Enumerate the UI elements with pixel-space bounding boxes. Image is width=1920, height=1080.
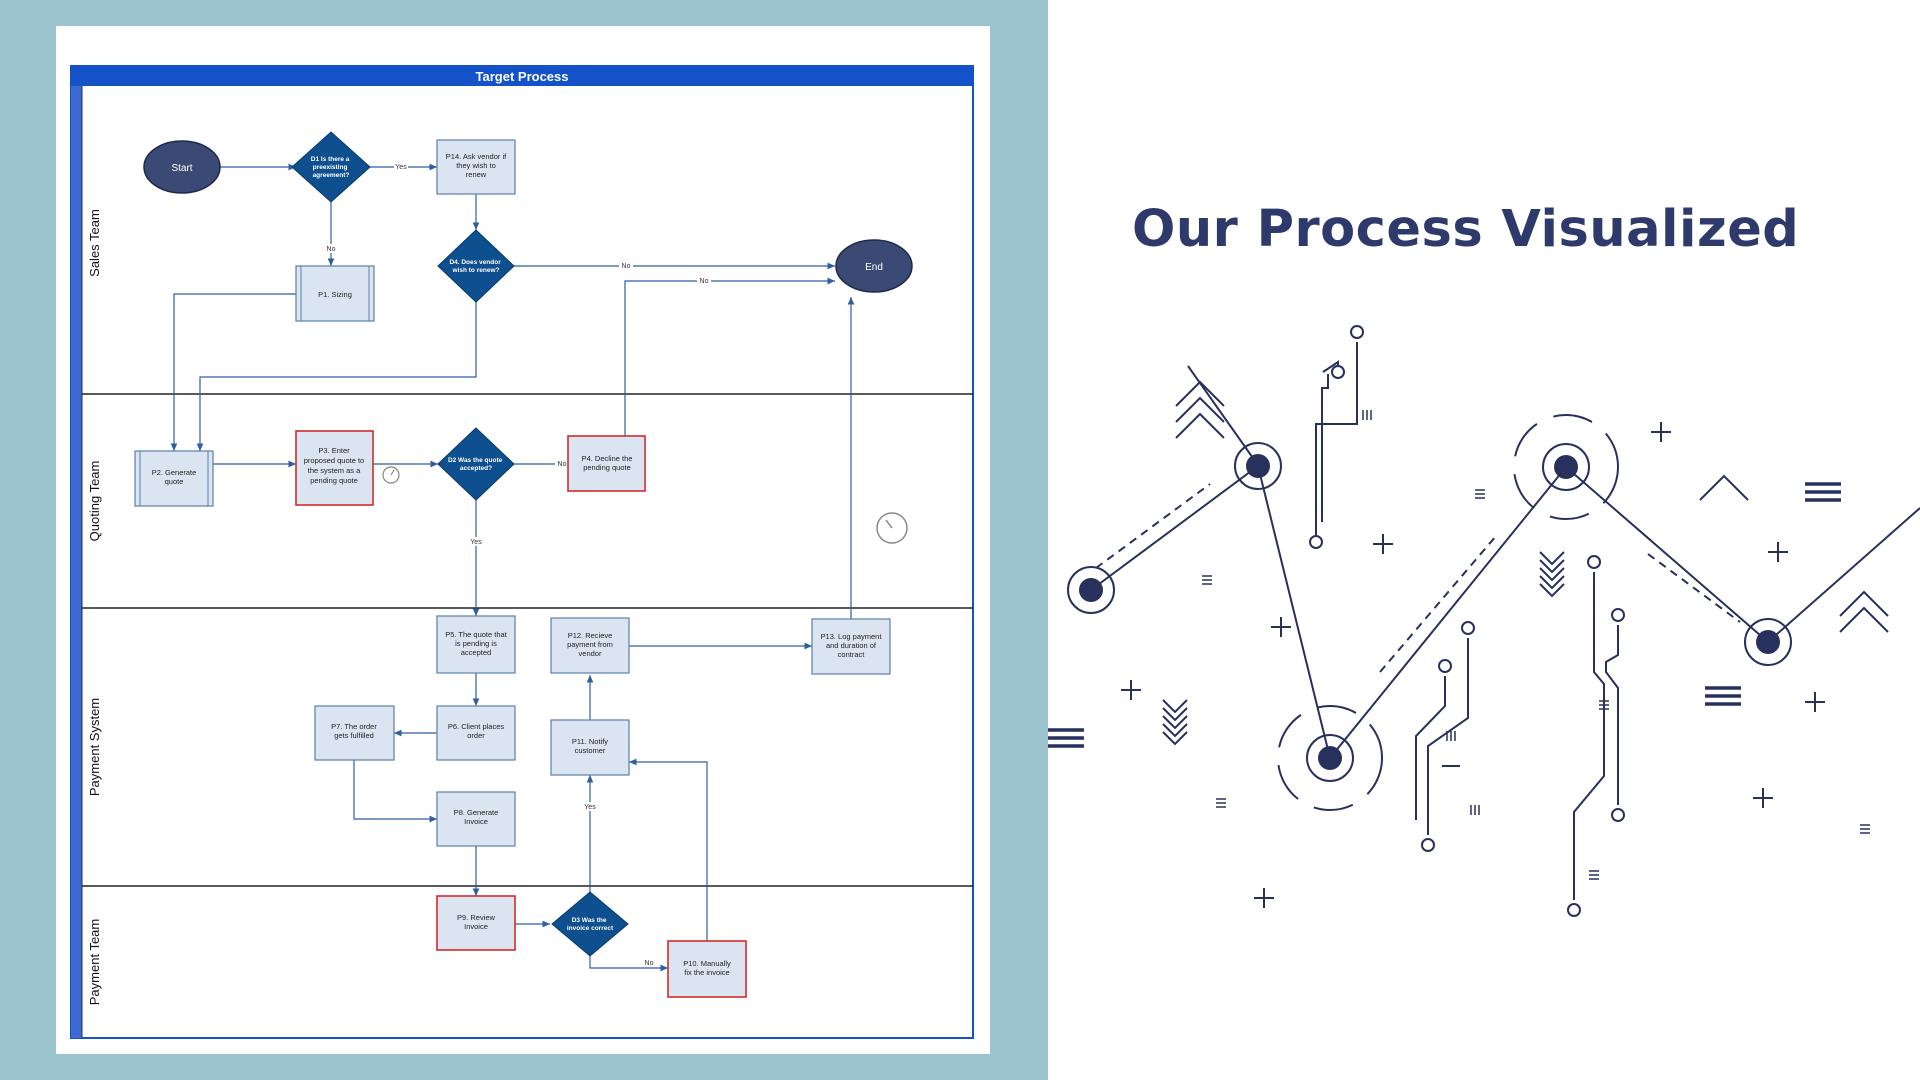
diagram-title-bar <box>71 66 973 86</box>
left-panel: Target Process Sales Team Quoting Team P… <box>0 0 1048 1080</box>
dashed-line <box>1647 553 1741 623</box>
edge-label-yes: Yes <box>395 164 407 171</box>
edge-p10-p11 <box>629 758 708 941</box>
plus-decor <box>1271 617 1291 637</box>
svg-text:D2 Was the quote acc: D2 Was the quote accepted? <box>448 457 504 472</box>
diagram-title: Target Process <box>476 69 569 84</box>
process-p1: P1. Sizing <box>295 265 375 322</box>
bars-decor <box>1805 482 1841 502</box>
edge-d4-p2 <box>196 302 477 451</box>
right-panel <box>1048 0 1920 1080</box>
svg-text:End: End <box>865 262 883 273</box>
edge-label-no: No <box>645 960 654 967</box>
connectors <box>170 163 855 972</box>
lane-label-quoting-team: Quoting Team <box>87 461 102 542</box>
svg-text:D3 Was the invoice c: D3 Was the invoice correct <box>567 917 614 932</box>
network-node <box>1318 746 1342 770</box>
plus-decor <box>1805 692 1825 712</box>
decision-d1: D1 Is there a preexisting agreement? <box>291 131 371 203</box>
svg-text:D4. Does vendor wish: D4. Does vendor wish to renew? <box>449 259 502 274</box>
lane-label-payment-system: Payment System <box>87 698 102 796</box>
timer-icon <box>382 466 400 484</box>
decision-d3: D3 Was the invoice correct <box>551 891 629 957</box>
edge-label-no: No <box>327 246 336 253</box>
edge-label-no: No <box>558 461 567 468</box>
lane-label-payment-team: Payment Team <box>87 919 102 1005</box>
process-flowchart: Target Process Sales Team Quoting Team P… <box>70 65 974 1039</box>
edge-p1-p2 <box>170 293 296 451</box>
plus-decor <box>1373 534 1393 554</box>
edge-p4-end <box>624 277 835 436</box>
plus-decor <box>1254 888 1274 908</box>
network-node <box>1246 454 1270 478</box>
dashed-line <box>1095 483 1211 569</box>
chevron-down-decor <box>1539 551 1565 598</box>
svg-text:P1. Sizing: P1. Sizing <box>318 290 352 299</box>
svg-text:Start: Start <box>171 163 192 174</box>
chevron-up-decor <box>1699 474 1749 501</box>
plus-decor <box>1121 680 1141 700</box>
network-line <box>1090 464 1920 761</box>
edge-label-no: No <box>700 278 709 285</box>
edge-p7-p8 <box>353 760 437 823</box>
bars-decor <box>1705 686 1741 706</box>
decision-d2: D2 Was the quote accepted? <box>437 427 515 501</box>
chevron-down-decor <box>1162 699 1188 746</box>
dashed-line <box>1379 535 1497 673</box>
network-node <box>1756 630 1780 654</box>
edge-label-yes: Yes <box>470 539 482 546</box>
timer-icon <box>876 512 908 544</box>
network-node <box>1554 455 1578 479</box>
chevron-up-decor <box>1839 590 1889 633</box>
svg-text:D1 Is there a preexi: D1 Is there a preexisting agreement? <box>311 156 351 179</box>
plus-decor <box>1651 422 1671 442</box>
lane-label-sales-team: Sales Team <box>87 209 102 277</box>
plus-decor <box>1768 542 1788 562</box>
node-start: Start <box>143 140 221 194</box>
decision-d4: D4. Does vendor wish to renew? <box>437 229 515 303</box>
bars-decor <box>1048 728 1084 748</box>
node-end: End <box>835 239 913 293</box>
chevron-up-decor <box>1175 380 1225 439</box>
plus-decor <box>1753 788 1773 808</box>
headline: Our Process Visualized <box>1132 200 1800 259</box>
lane-label-bar <box>71 86 82 1038</box>
edge-d3-p10 <box>589 955 668 972</box>
edge-label-yes: Yes <box>584 804 596 811</box>
diagram-card: Target Process Sales Team Quoting Team P… <box>56 26 990 1054</box>
edge-label-no: No <box>622 263 631 270</box>
circuit-network-illustration <box>1048 325 1920 917</box>
network-node <box>1079 578 1103 602</box>
